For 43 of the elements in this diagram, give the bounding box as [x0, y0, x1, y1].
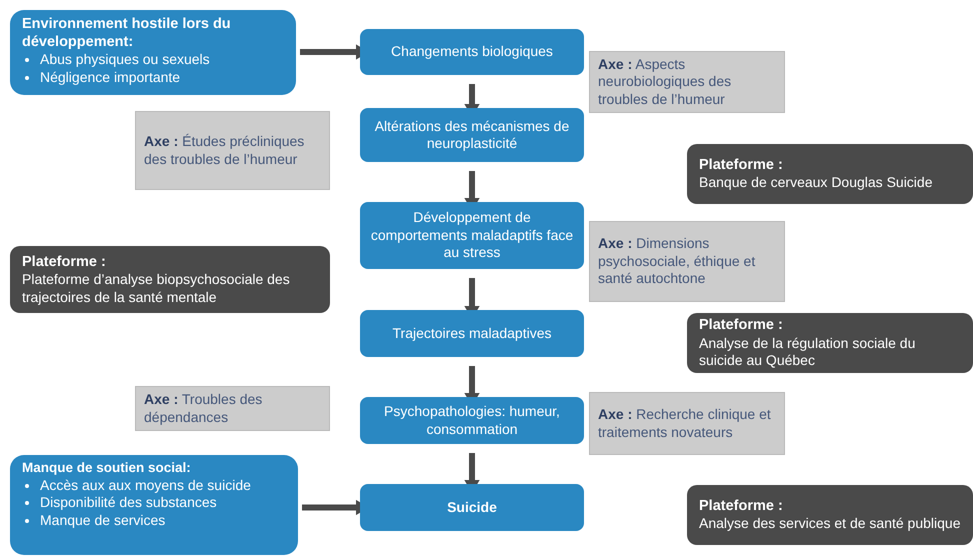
- research-axis-box: [589, 392, 785, 455]
- axis-text: Axe : Troubles des dépendances: [144, 391, 264, 426]
- process-box: [360, 202, 584, 269]
- research-axis-box: [135, 386, 330, 431]
- cause-box: [10, 10, 296, 95]
- platform-description: Analyse des services et de santé publique: [699, 515, 961, 533]
- step-label: Changements biologiques: [391, 43, 553, 61]
- platform-description: Plateforme d’analyse biopsychosociale des trajectoires de la santé mentale: [22, 271, 291, 306]
- bullet-item: Accès aux aux moyens de suicide: [22, 476, 286, 494]
- cause-heading: Manque de soutien social:: [22, 460, 192, 477]
- research-axis-box: [135, 111, 330, 190]
- step-label: Développement de comportements maladaptifs face au stress: [370, 209, 574, 262]
- step-label: Trajectoires maladaptives: [392, 324, 552, 342]
- outcome-box: [360, 484, 584, 531]
- bullet-item: Négligence importante: [22, 68, 284, 86]
- research-axis-box: [589, 51, 785, 113]
- axis-text: Axe : Aspects neurobiologiques des troubles de l’humeur: [598, 56, 732, 108]
- platform-box: [687, 485, 973, 545]
- process-box: [360, 397, 584, 444]
- platform-heading: Plateforme :: [699, 316, 784, 335]
- platform-description: Banque de cerveaux Douglas Suicide: [699, 174, 934, 192]
- process-box: [360, 29, 584, 75]
- process-box: [360, 108, 584, 162]
- platform-heading: Plateforme :: [22, 252, 107, 272]
- bullet-item: Manque de services: [22, 512, 286, 530]
- platform-heading: Plateforme :: [699, 497, 784, 516]
- axis-text: Axe : Études précliniques des troubles de l’humeur: [144, 133, 306, 168]
- cause-box: [10, 455, 298, 555]
- bullet-item: Disponibilité des substances: [22, 494, 286, 512]
- step-label: Psychopathologies: humeur, consommation: [383, 403, 561, 438]
- axis-text: Axe : Dimensions psychosociale, éthique et santé autochtone: [598, 235, 756, 288]
- platform-box: [687, 144, 973, 204]
- bullet-item: Abus physiques ou sexuels: [22, 51, 284, 69]
- step-label: Altérations des mécanismes de neuroplasticité: [374, 118, 570, 152]
- step-label: Suicide: [447, 498, 497, 516]
- process-box: [360, 310, 584, 357]
- platform-description: Analyse de la régulation sociale du suicide au Québec: [699, 334, 916, 370]
- axis-text: Axe : Recherche clinique et traitements novateurs: [598, 406, 772, 441]
- platform-heading: Plateforme :: [699, 156, 784, 174]
- platform-box: [10, 246, 330, 313]
- platform-box: [687, 313, 973, 373]
- cause-heading: Environnement hostile lors du développement:: [22, 15, 232, 52]
- research-axis-box: [589, 221, 785, 302]
